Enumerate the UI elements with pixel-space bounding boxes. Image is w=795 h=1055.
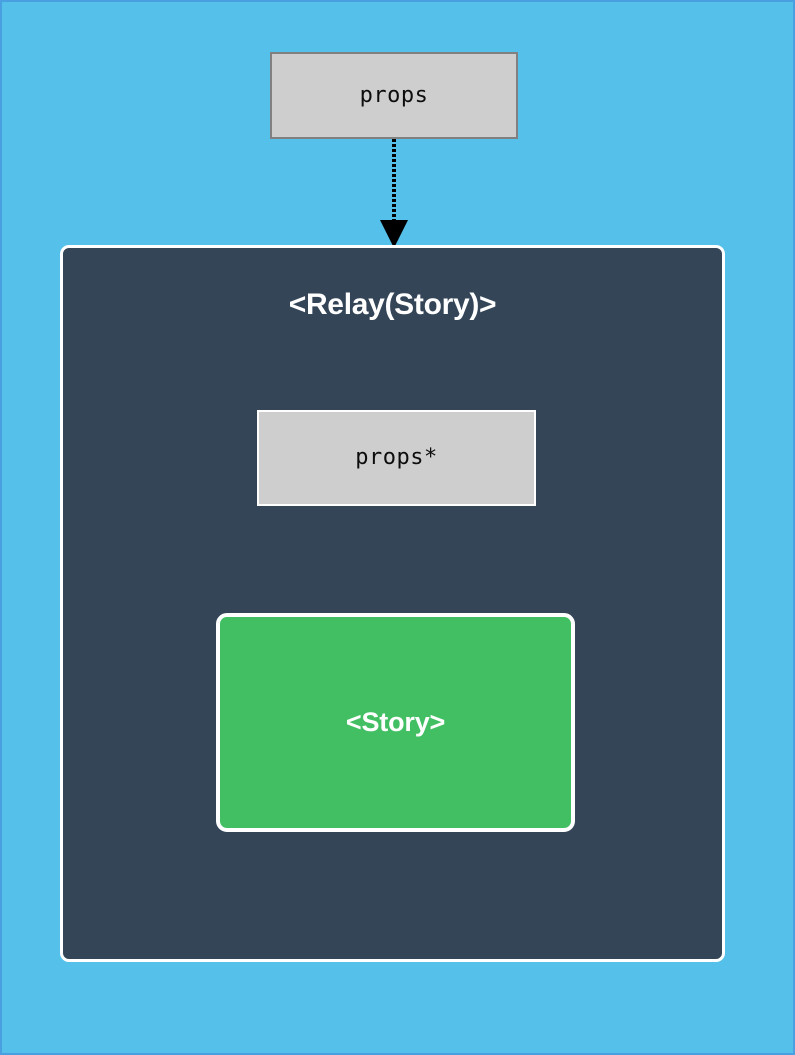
props-node-label: props: [359, 82, 429, 108]
props-star-node-label: props*: [355, 445, 438, 470]
relay-story-title: <Relay(Story)>: [288, 288, 497, 321]
props-star-node: props*: [257, 410, 536, 506]
story-node-label: <Story>: [345, 707, 446, 737]
relay-story-container: <Relay(Story)> props* <Story>: [60, 245, 725, 962]
story-node: <Story>: [216, 613, 575, 832]
props-node: props: [270, 52, 518, 139]
